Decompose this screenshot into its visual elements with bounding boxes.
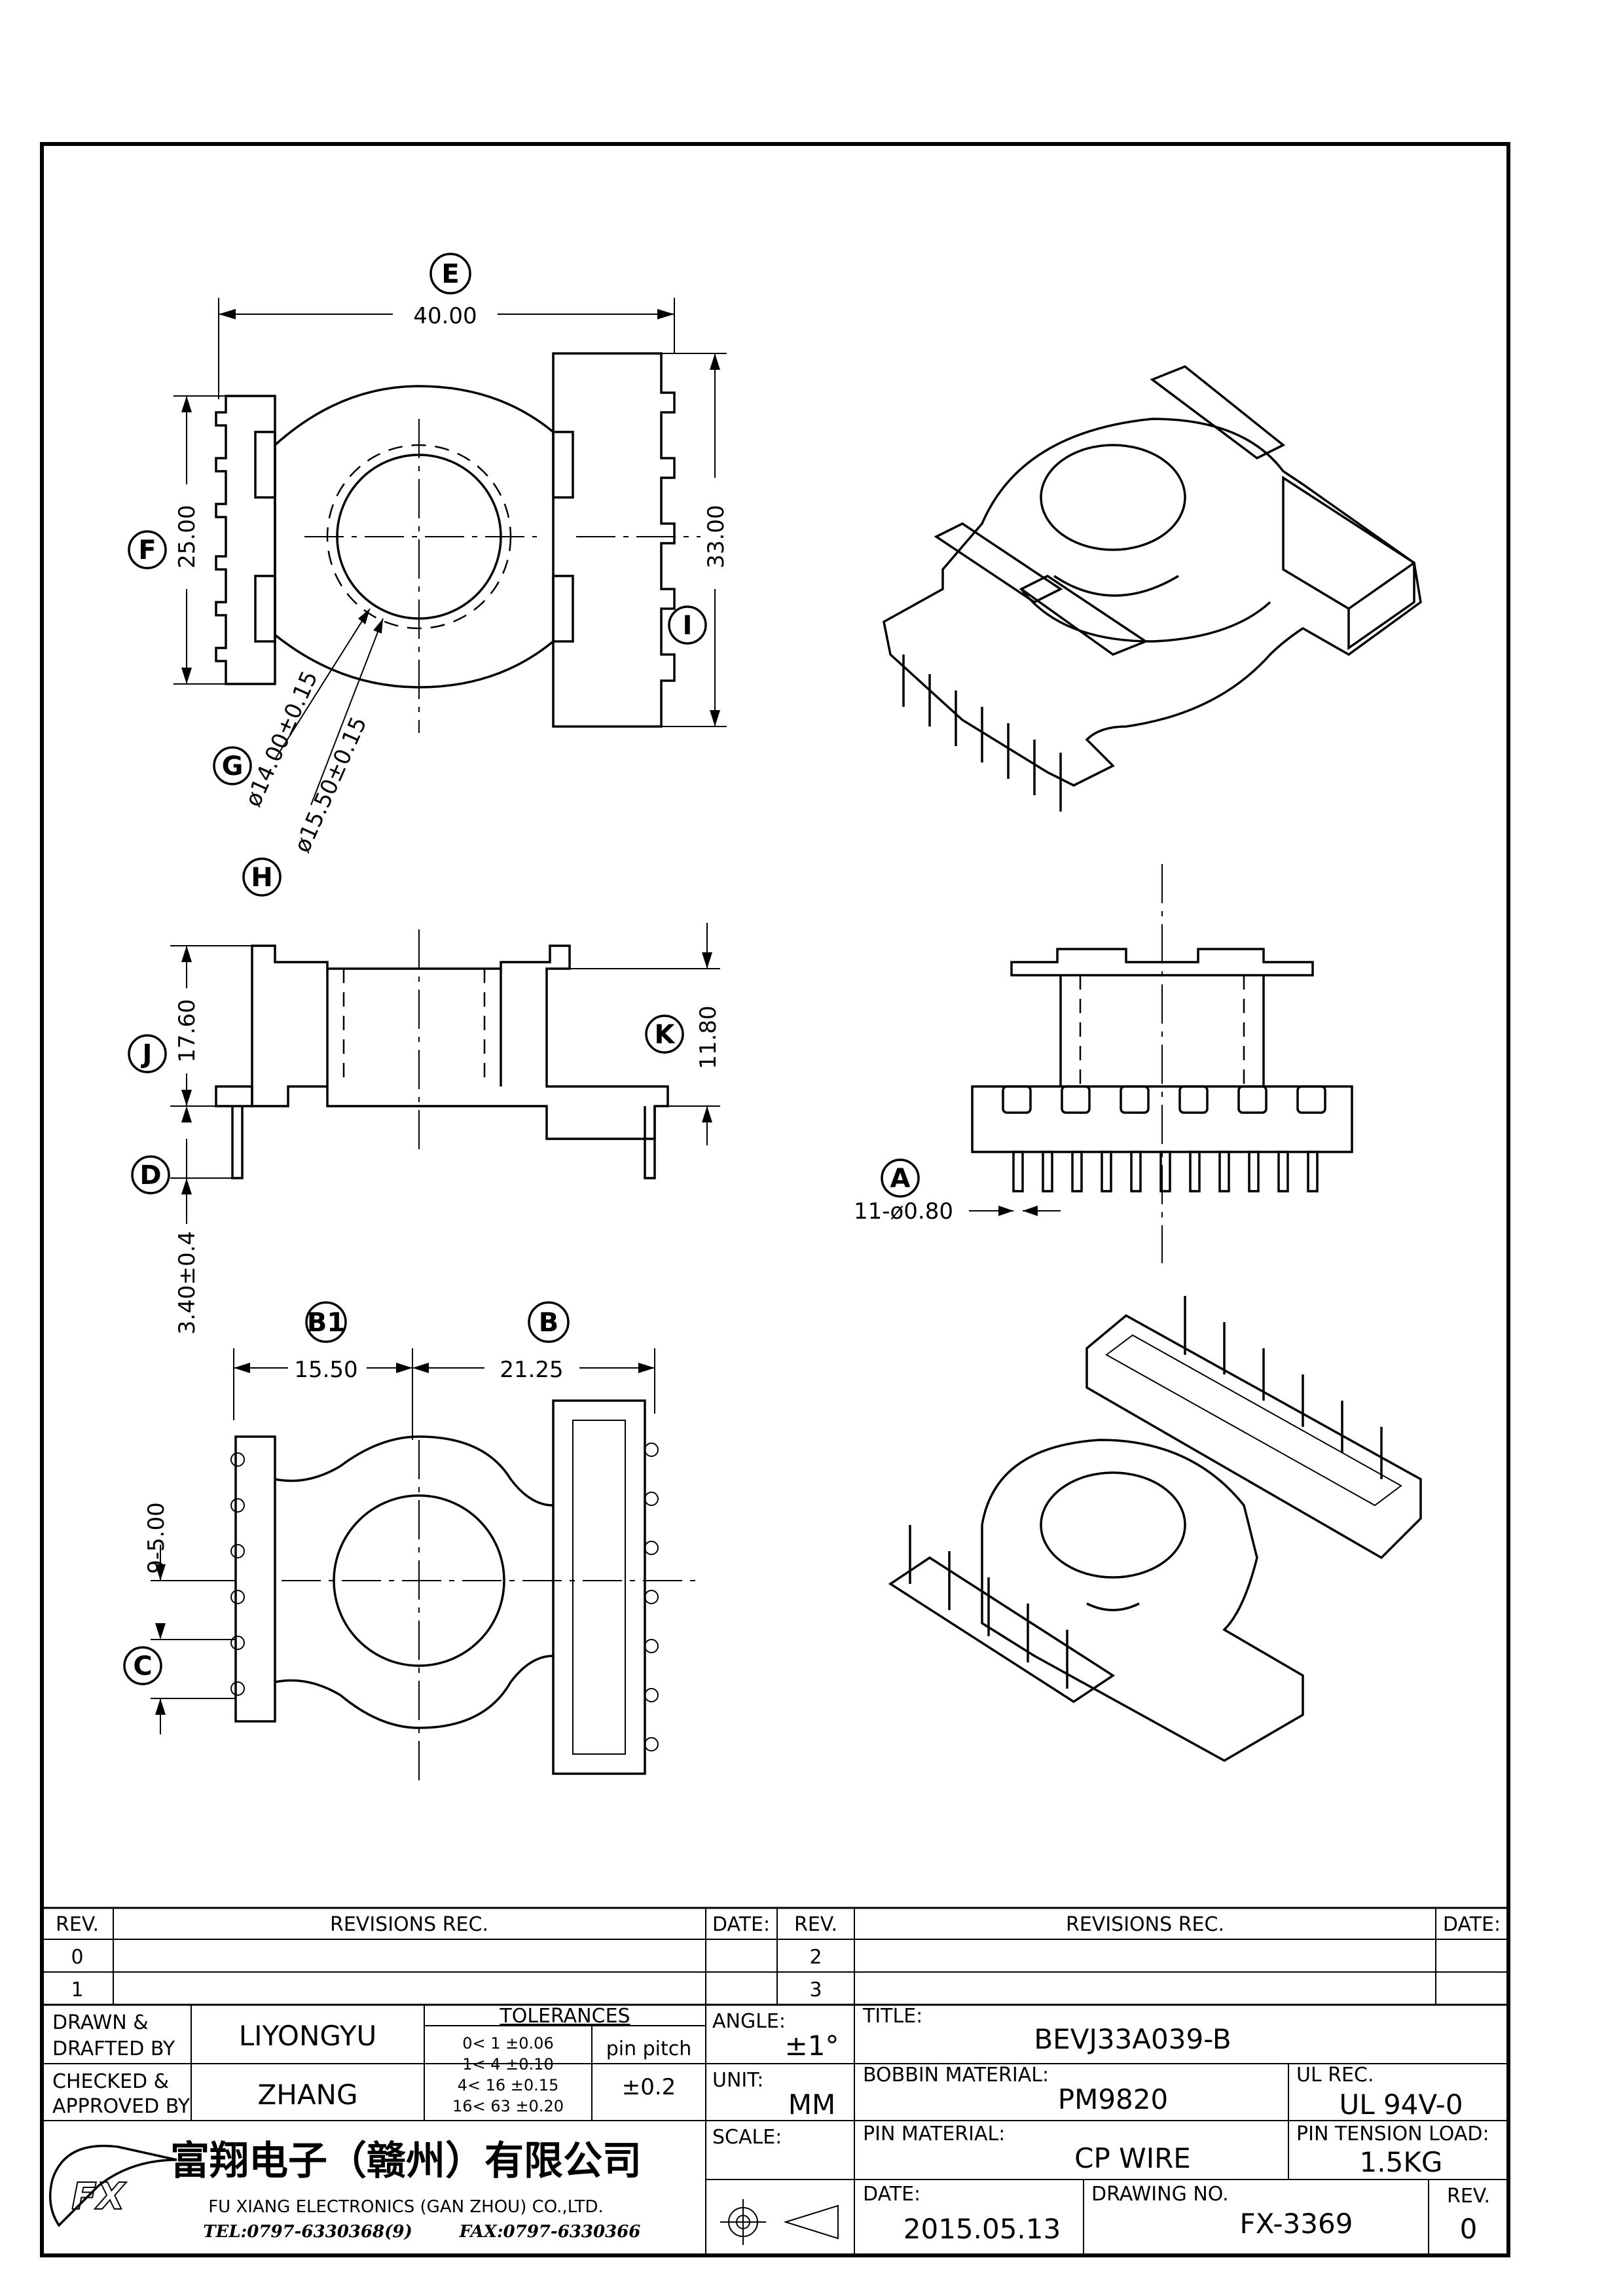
label-h: H bbox=[251, 863, 272, 893]
scale-label: SCALE: bbox=[712, 2126, 782, 2149]
rev-header-right: REV. bbox=[794, 1913, 837, 1936]
rev-row-2: 2 bbox=[809, 1946, 822, 1969]
front-pins bbox=[1012, 1151, 1319, 1193]
ul-rec-label: UL REC. bbox=[1296, 2064, 1374, 2087]
label-j: J bbox=[141, 1039, 153, 1069]
dim-g-value: ø14.00±0.15 bbox=[240, 667, 323, 810]
rev-row-1: 1 bbox=[71, 1979, 83, 2001]
front-pin-caps bbox=[1002, 1085, 1326, 1114]
tolerances-title: TOLERANCES bbox=[499, 2005, 630, 2028]
logo-fx-text: FX bbox=[71, 2176, 126, 2218]
dim-b-value: 21.25 bbox=[500, 1357, 563, 1383]
date-header-right: DATE: bbox=[1443, 1913, 1501, 1936]
pin-material-label: PIN MATERIAL: bbox=[863, 2123, 1005, 2145]
date-header-left: DATE: bbox=[712, 1913, 770, 1936]
top-view: E 40.00 25.00 F bbox=[128, 253, 729, 897]
drawn-by-value: LIYONGYU bbox=[239, 2020, 376, 2052]
bottom-left-pin-holes bbox=[230, 1452, 245, 1696]
pin-material-value: CP WIRE bbox=[1074, 2142, 1191, 2174]
angle-label: ANGLE: bbox=[712, 2010, 786, 2033]
dim-f-value: 25.00 bbox=[174, 505, 200, 568]
front-view: 11-ø0.80 A bbox=[854, 864, 1353, 1263]
company-logo: FX bbox=[48, 2144, 177, 2227]
isometric-view-bottom bbox=[888, 1296, 1422, 1763]
label-d: D bbox=[139, 1160, 161, 1191]
title-value: BEVJ33A039-B bbox=[1034, 2023, 1231, 2055]
tolerance-row-4: 16< 63 ±0.20 bbox=[452, 2097, 564, 2115]
tolerance-row-1: 0< 1 ±0.06 bbox=[462, 2034, 553, 2053]
pin-tension-label: PIN TENSION LOAD: bbox=[1296, 2123, 1489, 2145]
label-i: I bbox=[683, 611, 693, 641]
drawing-frame bbox=[40, 142, 1510, 2257]
title-block: REV. REVISIONS REC. DATE: REV. REVISIONS… bbox=[42, 1907, 1508, 2255]
side-view: 17.60 J 11.80 K 3.40±0.4 D bbox=[128, 923, 721, 1335]
unit-value: MM bbox=[788, 2089, 835, 2121]
bobbin-material-label: BOBBIN MATERIAL: bbox=[863, 2064, 1049, 2087]
dim-b1-value: 15.50 bbox=[294, 1357, 357, 1383]
pin-pitch-label: pin pitch bbox=[606, 2037, 692, 2060]
label-g: G bbox=[222, 751, 244, 781]
tolerance-row-2: 1< 4 ±0.10 bbox=[462, 2055, 553, 2073]
angle-value: ±1° bbox=[785, 2030, 839, 2062]
drawing-no-value: FX-3369 bbox=[1240, 2208, 1353, 2240]
company-name-en: FU XIANG ELECTRONICS (GAN ZHOU) CO.,LTD. bbox=[208, 2197, 604, 2217]
projection-symbol bbox=[720, 2199, 839, 2245]
pin-pitch-value: ±0.2 bbox=[622, 2074, 676, 2100]
bobbin-material-value: PM9820 bbox=[1058, 2083, 1168, 2115]
revisions-rec-header-right: REVISIONS REC. bbox=[1066, 1913, 1224, 1936]
approved-by-value: ZHANG bbox=[257, 2079, 357, 2111]
dim-a-value: 11-ø0.80 bbox=[854, 1198, 953, 1225]
rev-header-left: REV. bbox=[56, 1913, 99, 1936]
dim-h-value: ø15.50±0.15 bbox=[289, 713, 373, 856]
label-a: A bbox=[890, 1164, 911, 1194]
dim-pitch-value: 9-5.00 bbox=[143, 1502, 170, 1574]
rev-label: REV. bbox=[1447, 2185, 1490, 2208]
dim-e-value: 40.00 bbox=[413, 303, 477, 329]
pin-tension-value: 1.5KG bbox=[1360, 2146, 1443, 2178]
label-e: E bbox=[441, 259, 459, 289]
drawn-label-1: DRAWN & bbox=[52, 2011, 149, 2034]
label-b1: B1 bbox=[307, 1308, 345, 1338]
rev-row-3: 3 bbox=[809, 1979, 822, 2001]
rev-value: 0 bbox=[1460, 2213, 1478, 2245]
title-label: TITLE: bbox=[862, 2005, 922, 2028]
drawn-label-2: DRAFTED BY bbox=[52, 2037, 175, 2060]
label-c: C bbox=[133, 1651, 152, 1681]
checked-label-2: APPROVED BY bbox=[52, 2095, 191, 2118]
bottom-right-pin-holes bbox=[644, 1443, 659, 1751]
company-name-cn: 富翔电子（赣州）有限公司 bbox=[170, 2138, 642, 2184]
dim-d-value: 3.40±0.4 bbox=[174, 1231, 200, 1335]
company-tel: TEL:0797-6330368(9) bbox=[203, 2222, 412, 2242]
revisions-rec-header-left: REVISIONS REC. bbox=[330, 1913, 488, 1936]
label-k: K bbox=[655, 1020, 676, 1050]
date-value: 2015.05.13 bbox=[903, 2213, 1061, 2245]
checked-label-1: CHECKED & bbox=[52, 2070, 169, 2093]
rev-row-0: 0 bbox=[71, 1946, 83, 1969]
tolerance-row-3: 4< 16 ±0.15 bbox=[458, 2076, 559, 2094]
label-b: B bbox=[539, 1308, 559, 1338]
dim-k-value: 11.80 bbox=[695, 1005, 721, 1069]
drawing-no-label: DRAWING NO. bbox=[1091, 2183, 1229, 2206]
ul-rec-value: UL 94V-0 bbox=[1339, 2089, 1463, 2121]
isometric-view-top bbox=[883, 365, 1422, 812]
dim-i-value: 33.00 bbox=[703, 505, 729, 568]
bottom-view: B1 B 15.50 21.25 bbox=[123, 1301, 701, 1780]
company-fax: FAX:0797-6330366 bbox=[459, 2222, 641, 2242]
unit-label: UNIT: bbox=[712, 2069, 763, 2092]
dim-j-value: 17.60 bbox=[174, 999, 200, 1062]
date-label: DATE: bbox=[863, 2183, 921, 2206]
label-f: F bbox=[138, 535, 156, 565]
